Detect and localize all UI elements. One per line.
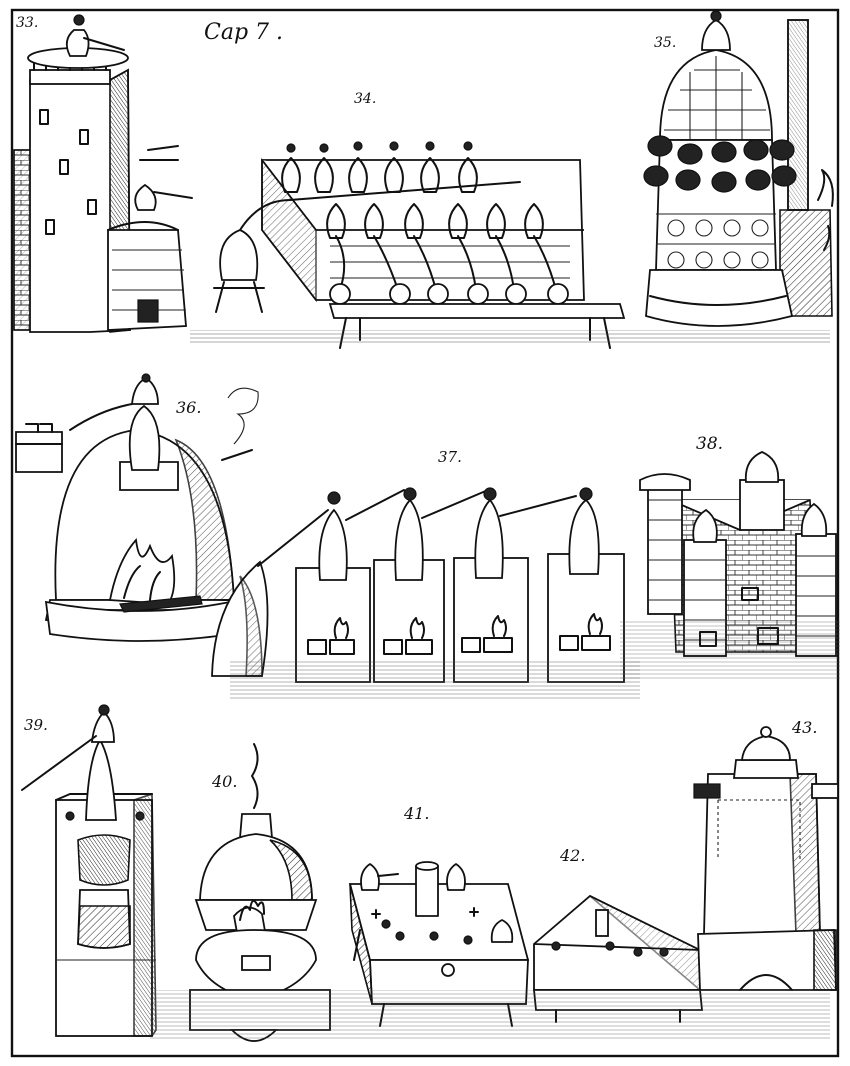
figure-43-cylinder-furnace — [693, 726, 839, 991]
figure-41-table-furnace — [348, 861, 530, 1027]
figure-label-40: 40. — [212, 772, 238, 791]
figure-37-alembic-row — [211, 487, 625, 683]
figure-36-dome-furnace — [15, 373, 259, 642]
figure-label-41: 41. — [404, 804, 430, 823]
figure-label-38: 38. — [696, 434, 724, 454]
figure-label-34: 34. — [354, 91, 377, 107]
figure-label-33: 33. — [16, 15, 39, 31]
figure-39-column-furnace — [21, 704, 157, 1037]
plate-caption: Cap 7 . — [204, 20, 284, 45]
figure-label-36: 36. — [176, 398, 202, 417]
fire — [108, 537, 203, 613]
figure-label-42: 42. — [560, 846, 586, 865]
figure-label-43: 43. — [792, 718, 818, 737]
figure-33-tower-furnace — [13, 14, 193, 333]
figure-label-39: 39. — [24, 716, 48, 734]
figure-35-domed-furnace — [643, 10, 834, 327]
plate-border — [10, 8, 840, 1058]
figure-label-37: 37. — [438, 448, 462, 466]
figure-label-35: 35. — [654, 35, 677, 51]
figure-34-distillation-trough — [213, 141, 626, 349]
